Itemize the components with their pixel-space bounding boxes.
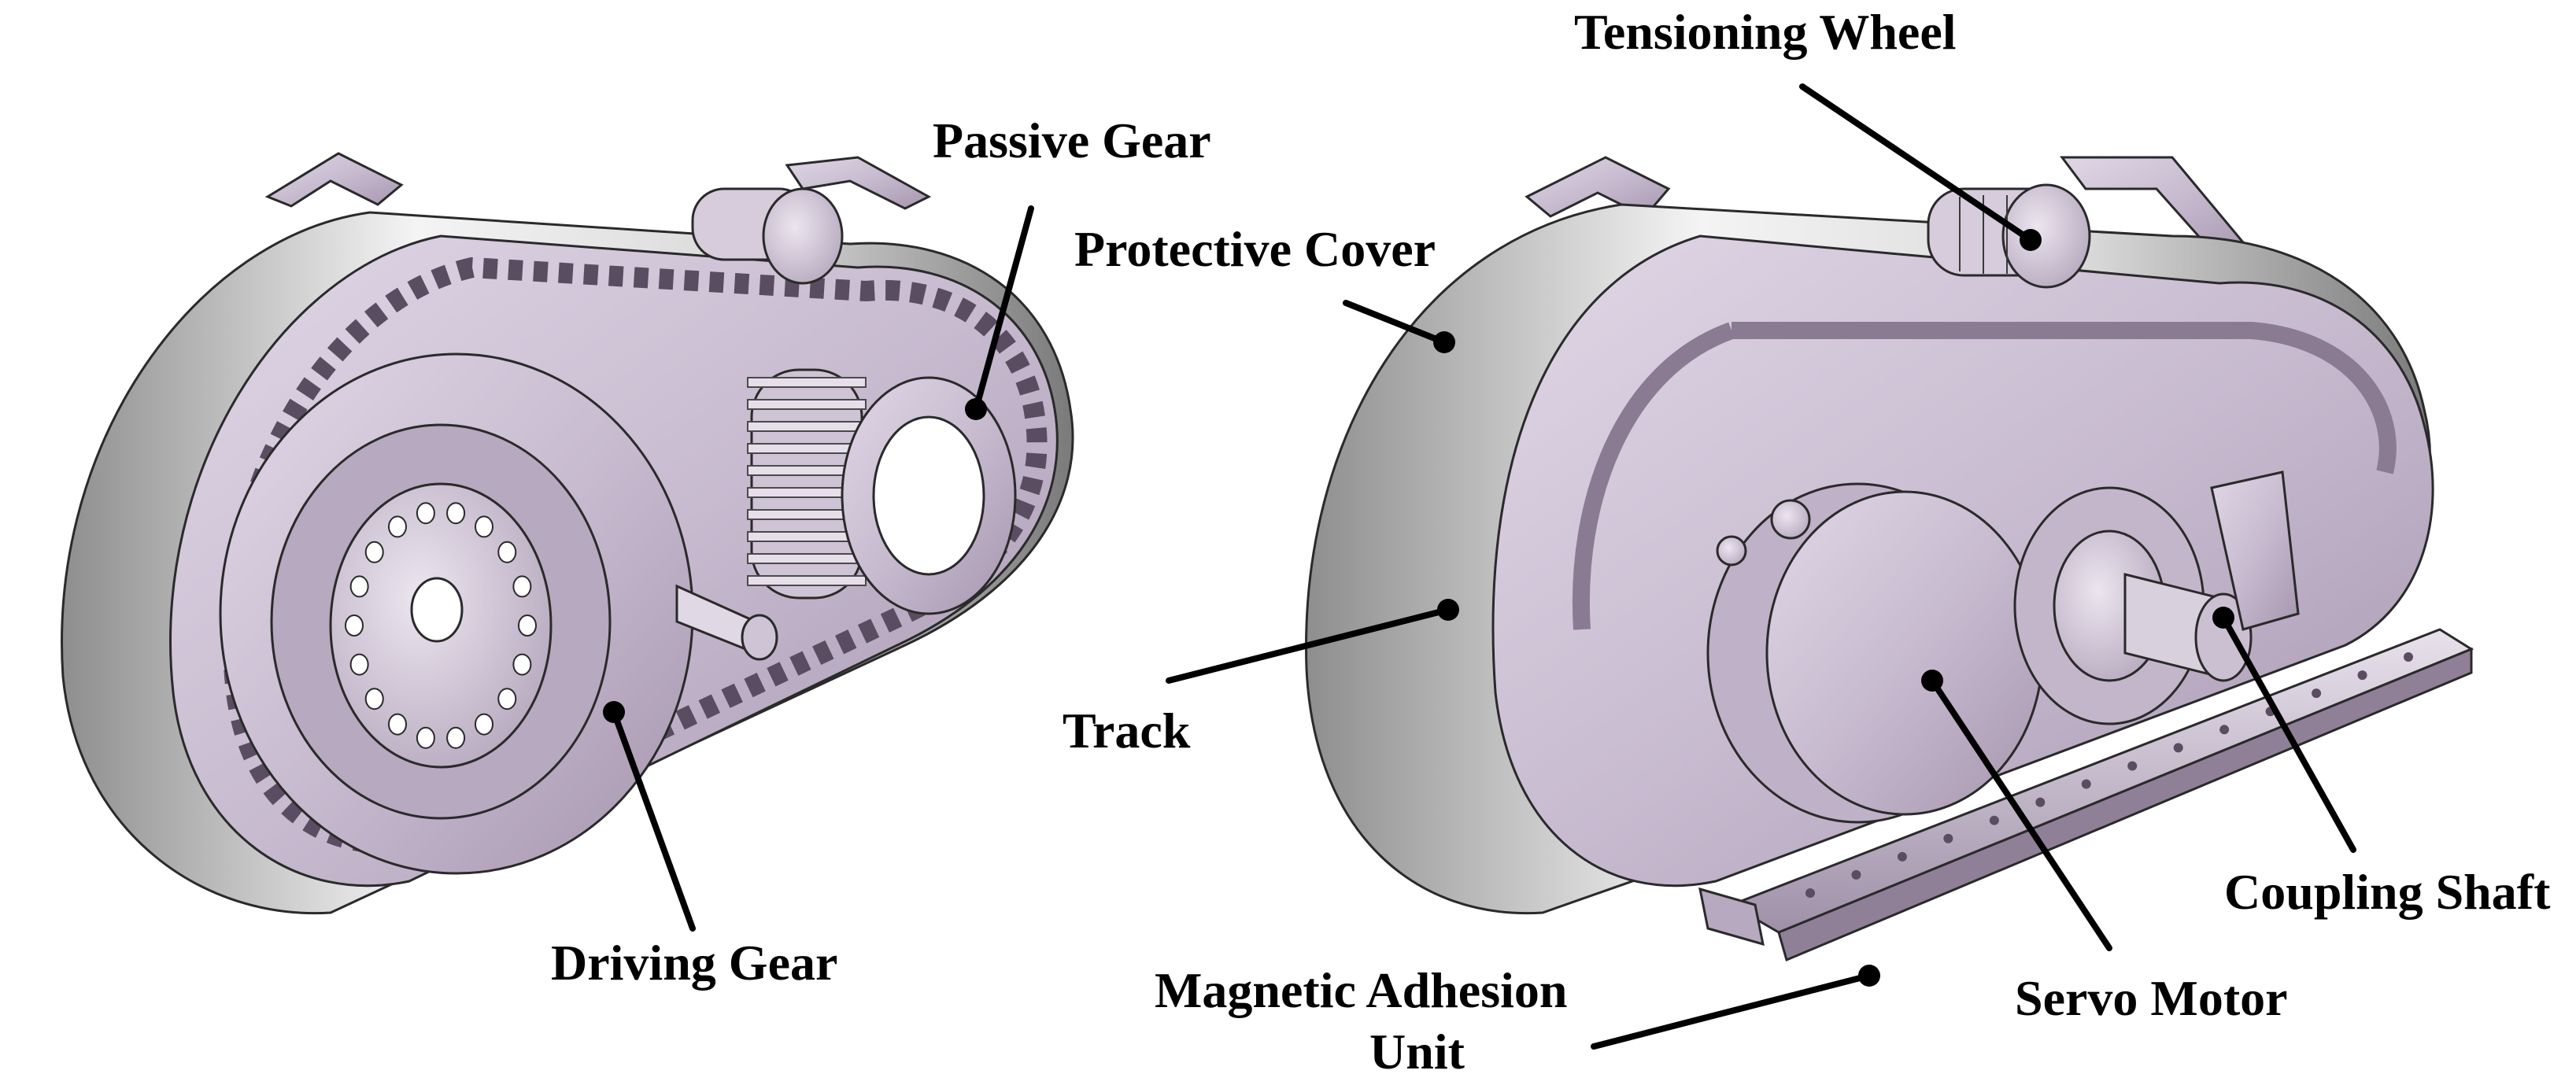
magnetic-adhesion-unit — [1698, 628, 2474, 962]
label-driving-gear: Driving Gear — [551, 935, 837, 991]
bolt-hole — [518, 614, 537, 637]
gear-tooth — [747, 377, 867, 388]
leader-dot-magnetic-adhesion — [1858, 965, 1880, 987]
bolt-hole — [364, 688, 384, 710]
bolt-hole — [512, 575, 532, 598]
gear-tooth — [747, 575, 867, 586]
label-magnetic-adhesion-line1: Magnetic Adhesion — [1155, 962, 1567, 1018]
bolt-hole — [349, 653, 369, 676]
rail-hole — [2404, 652, 2413, 662]
bolt-hole — [349, 575, 369, 598]
leader-dot-tensioning-wheel — [2020, 229, 2042, 251]
rail-hole — [2127, 761, 2138, 771]
leader-magnetic-adhesion — [1591, 972, 1872, 1050]
label-protective-cover: Protective Cover — [1074, 221, 1436, 277]
bolt-hole — [497, 688, 517, 710]
mount-bracket-left — [264, 152, 404, 208]
bolt-hole — [512, 653, 532, 676]
bolt-hole — [416, 726, 435, 749]
leader-lines — [603, 83, 2356, 1050]
label-coupling-shaft: Coupling Shaft — [2224, 864, 2551, 920]
left-tension-roller — [691, 187, 844, 285]
leader-dot-track — [1437, 599, 1459, 621]
bolt-hole — [497, 541, 517, 563]
leader-servo-motor — [1929, 677, 2112, 951]
bolt-hole — [388, 515, 407, 538]
label-tensioning-wheel: Tensioning Wheel — [1574, 4, 1957, 60]
gear-tooth — [747, 421, 867, 432]
right-track-slot — [1572, 322, 2397, 630]
bolt-hole — [446, 726, 466, 749]
gear-tooth — [747, 399, 867, 410]
bolt-hole — [345, 614, 364, 637]
bolt-hole — [475, 713, 493, 736]
driving-gear-center-bore — [410, 577, 464, 643]
rail-hole — [2173, 743, 2183, 753]
leader-dot-driving-gear — [603, 701, 625, 723]
passive-gear — [747, 368, 1017, 615]
rail-hole — [1989, 815, 1999, 825]
leader-dot-servo-motor — [1921, 670, 1943, 692]
leader-passive-gear — [973, 205, 1034, 412]
right-assembly — [1305, 156, 2474, 962]
rail-hole — [1943, 833, 1953, 843]
left-track-belt — [223, 256, 1048, 854]
leader-dot-passive-gear — [965, 398, 987, 420]
rail-hole — [2081, 779, 2091, 789]
leader-coupling-shaft — [2220, 614, 2356, 853]
coupling-shaft — [2013, 471, 2300, 725]
left-assembly — [61, 152, 1074, 915]
label-servo-motor: Servo Motor — [2015, 970, 2288, 1026]
label-track: Track — [1063, 703, 1191, 758]
rail-hole — [1851, 869, 1861, 880]
bolt-hole — [475, 515, 493, 538]
rail-hole — [2312, 688, 2322, 699]
gear-tooth — [747, 553, 867, 564]
leader-dot-coupling-shaft — [2212, 607, 2234, 629]
label-passive-gear: Passive Gear — [933, 113, 1211, 168]
rail-hole — [2357, 670, 2367, 681]
label-magnetic-adhesion-line2: Unit — [1369, 1024, 1465, 1079]
leader-tensioning-wheel — [1799, 83, 2034, 243]
leader-dot-protective-cover — [1433, 331, 1455, 353]
leader-driving-gear — [611, 709, 696, 932]
tensioning-wheel — [1927, 183, 2091, 289]
bolt-hole — [388, 713, 407, 736]
leader-track — [1166, 607, 1451, 684]
labels: Passive Gear Driving Gear Tensioning Whe… — [551, 4, 2551, 1079]
leader-protective-cover — [1343, 300, 1447, 345]
servo-motor — [1706, 482, 2044, 824]
bolt-hole — [416, 502, 435, 525]
driving-gear-bolt-holes — [345, 502, 537, 749]
rail-hole — [1897, 851, 1907, 862]
rail-hole — [2219, 725, 2230, 735]
rail-hole — [1805, 888, 1815, 898]
left-shaft-pin-end — [741, 614, 778, 661]
bolt-hole — [446, 502, 466, 525]
bolt-hole — [364, 541, 384, 563]
rail-hole — [2035, 797, 2046, 807]
